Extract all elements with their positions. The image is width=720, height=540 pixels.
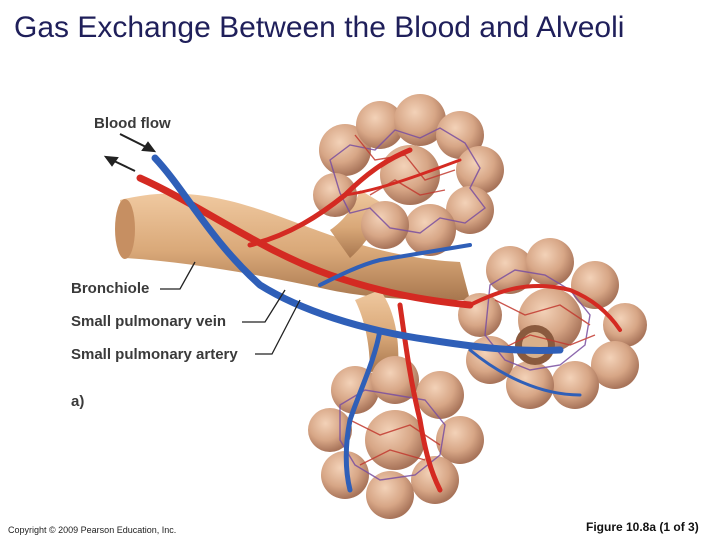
blood-flow-arrows [103, 133, 157, 172]
panel-label: a) [71, 393, 85, 410]
pulmonary-vein [151, 154, 582, 493]
blood-flow-label: Blood flow [94, 115, 171, 132]
bronchiole-label: Bronchiole [71, 280, 150, 297]
alveolar-cluster-bottom [308, 356, 484, 519]
small-pulmonary-vein-label: Small pulmonary vein [71, 313, 227, 330]
slide-title: Gas Exchange Between the Blood and Alveo… [14, 11, 625, 44]
copyright-notice: Copyright © 2009 Pearson Education, Inc. [8, 525, 177, 535]
label-leader-lines [160, 261, 301, 355]
small-pulmonary-artery-label: Small pulmonary artery [71, 346, 238, 363]
figure-reference: Figure 10.8a (1 of 3) [586, 520, 699, 534]
